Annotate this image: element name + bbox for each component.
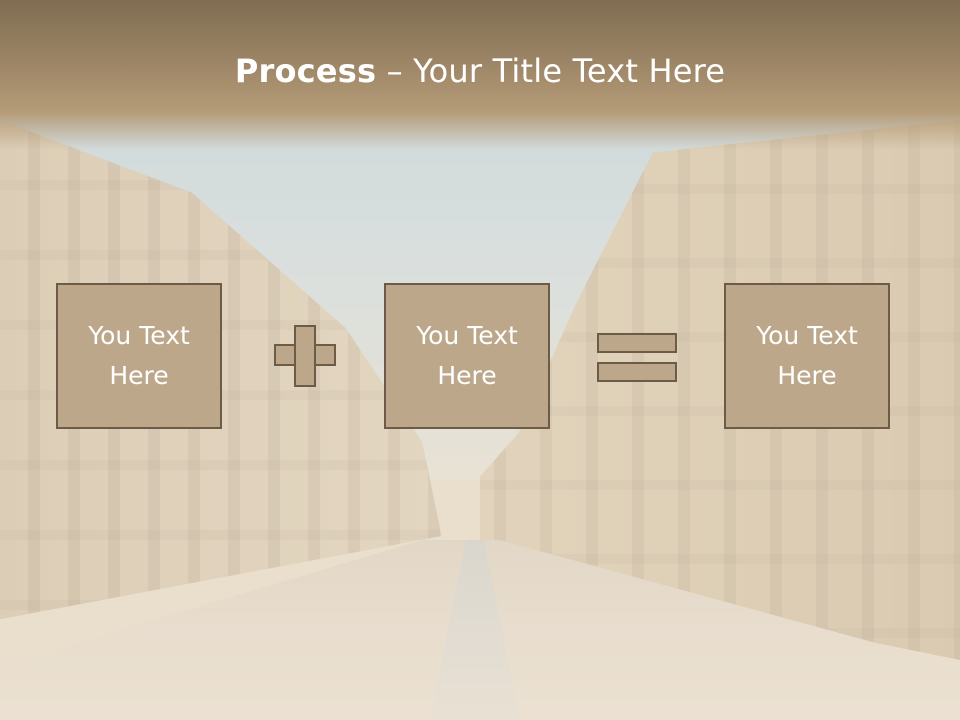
process-step-1-label: You Text Here [88,321,190,390]
title-band [0,0,960,150]
equals-icon-top-bar [597,333,677,353]
process-step-2-label: You Text Here [416,321,518,390]
process-step-3-label: You Text Here [756,321,858,390]
process-step-2-box[interactable]: You Text Here [384,283,550,429]
process-step-1-box[interactable]: You Text Here [56,283,222,429]
slide-title[interactable]: Process – Your Title Text Here [0,52,960,90]
equals-icon-bottom-bar [597,362,677,382]
title-bold-text: Process [234,52,377,90]
plus-icon-center [296,346,314,364]
process-step-3-box[interactable]: You Text Here [724,283,890,429]
title-rest-text: – Your Title Text Here [376,52,726,90]
